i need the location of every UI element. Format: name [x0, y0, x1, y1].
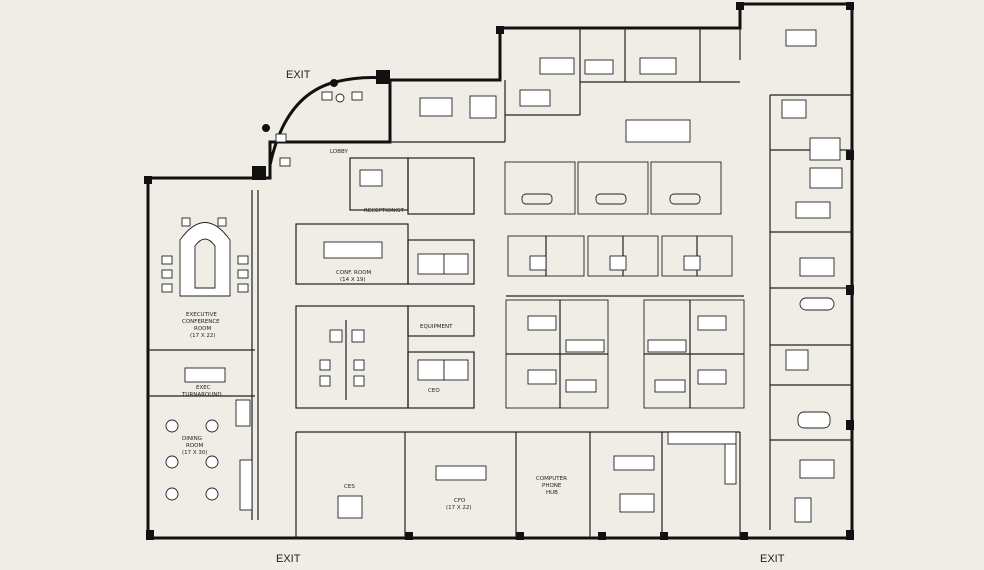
dining-label-2: ROOM: [186, 443, 203, 449]
conf-room-label: CONF. ROOM: [336, 270, 372, 276]
equipment-label: EQUIPMENT: [420, 324, 453, 330]
cfo-size: (17 X 22): [446, 505, 472, 511]
dining-size: (17 X 30): [182, 450, 208, 456]
exec-conf-label-2: CONFERENCE: [182, 319, 220, 325]
workstations-second-row: [507, 235, 733, 277]
exit-label-bottom-right: EXIT: [760, 553, 785, 565]
structural-columns: [144, 2, 854, 540]
computer-label-2: PHONE: [542, 483, 562, 489]
exec-conf-size: (17 X 22): [190, 333, 216, 339]
lobby-seating: [275, 91, 363, 167]
interior-walls: [148, 28, 852, 538]
restroom-fixtures: [319, 320, 365, 400]
conf-room-size: (14 X 19): [340, 277, 366, 283]
computer-label-1: COMPUTER: [536, 476, 567, 482]
exec-conf-label-1: EXECUTIVE: [186, 312, 217, 318]
ces-label: CES: [344, 484, 355, 490]
dining-tables: [165, 419, 219, 501]
lobby-label: LOBBY: [330, 149, 348, 155]
exec-turnaround-label-1: EXEC: [196, 385, 211, 391]
exec-conf-label-3: ROOM: [194, 326, 211, 332]
cfo-label: CFO: [454, 498, 466, 504]
executive-conference-table: [161, 217, 249, 297]
exit-label-top: EXIT: [286, 69, 311, 81]
ceo-small-label: CEO: [428, 388, 440, 394]
outer-walls: [146, 2, 854, 540]
workstations-center-clusters: [505, 295, 745, 409]
exit-label-bottom-left: EXIT: [276, 553, 301, 565]
dining-label-1: DINING: [182, 436, 202, 442]
exec-turnaround-label-2: TURNAROUND: [181, 392, 222, 398]
receptionist-label: RECEPTIONIST: [364, 208, 404, 214]
desks: [184, 29, 843, 523]
computer-label-3: HUB: [546, 490, 558, 496]
workstations-top-row: [504, 161, 722, 215]
room-labels: EXIT EXIT EXIT LOBBY RECEPTIONIST CONF. …: [181, 69, 785, 565]
